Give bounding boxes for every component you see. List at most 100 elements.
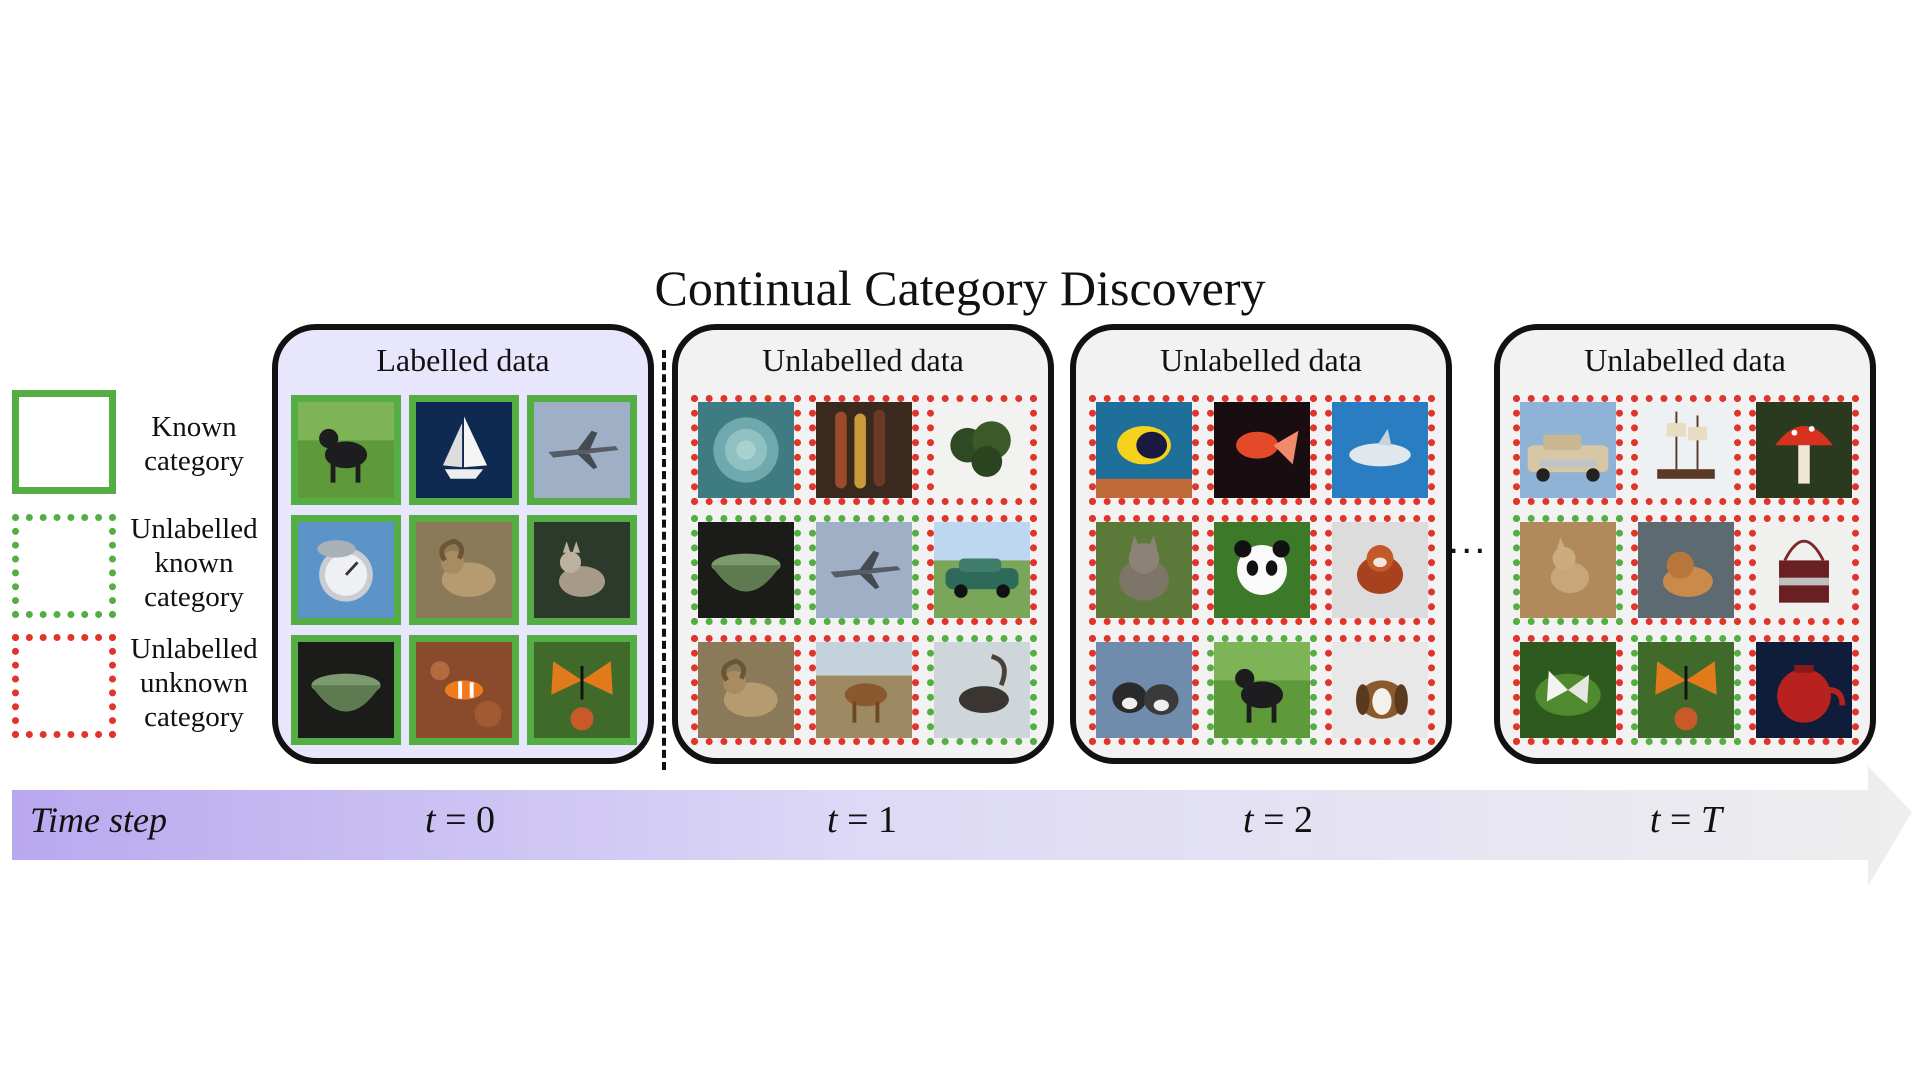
thumbnail-ship [1638, 402, 1734, 498]
panel-t2: Unlabelled data [1070, 324, 1452, 764]
thumbnail-bowl [298, 642, 394, 738]
image-tile-cabbage [691, 395, 801, 505]
legend-swatch-unlabelled-unknown [12, 634, 116, 738]
image-tile-ram [691, 635, 801, 745]
thumbnail-jet [816, 522, 912, 618]
legend-line: Unlabelled [130, 513, 258, 545]
legend-label-unlabelled-unknown: Unlabelled unknown category [124, 632, 264, 734]
image-tile-bag [1749, 515, 1859, 625]
image-tile-sailboat [409, 395, 519, 505]
legend-swatch-known [12, 390, 116, 494]
image-tile-teapot [1749, 635, 1859, 745]
thumbnail-car [934, 522, 1030, 618]
image-tile-clownfish [409, 635, 519, 745]
thumbnail-sailboat [416, 402, 512, 498]
image-tile-husky [1089, 635, 1199, 745]
panel-t0: Labelled data [272, 324, 654, 764]
thumbnail-panda [1214, 522, 1310, 618]
image-tile-red-panda [1325, 515, 1435, 625]
thumbnail-lion [1638, 522, 1734, 618]
time-step-T: t = T [1649, 799, 1723, 841]
thumbnail-wolf [534, 522, 630, 618]
time-step-2: t = 2 [1243, 799, 1313, 841]
thumbnail-ibex [934, 642, 1030, 738]
thumbnail-dog [298, 402, 394, 498]
panel-title: Unlabelled data [1584, 342, 1786, 378]
image-tile-ship [1631, 395, 1741, 505]
legend-swatch-unlabelled-known [12, 514, 116, 618]
image-tile-shark [1325, 395, 1435, 505]
image-tile-moth [1513, 635, 1623, 745]
image-tile-antelope [809, 635, 919, 745]
image-tile-corn [809, 395, 919, 505]
thumbnail-red-panda [1332, 522, 1428, 618]
thumbnail-butterfly [534, 642, 630, 738]
image-tile-butterfly [1631, 635, 1741, 745]
thumbnail-coyote [1520, 522, 1616, 618]
legend-line: known [154, 547, 234, 579]
legend-label-known: Known category [124, 410, 264, 478]
ellipsis: ... [1448, 518, 1488, 562]
legend-line: Known [151, 411, 237, 443]
thumbnail-corn [816, 402, 912, 498]
diagram-title: Continual Category Discovery [654, 260, 1266, 316]
image-tile-jet [527, 395, 637, 505]
thumbnail-husky [1096, 642, 1192, 738]
legend-line: category [144, 445, 244, 477]
legend-line: unknown [140, 667, 248, 699]
image-tile-dog [291, 395, 401, 505]
image-tile-jet [809, 515, 919, 625]
image-tile-fish [1089, 395, 1199, 505]
thumbnail-basset [1332, 642, 1428, 738]
image-tile-truck [1513, 395, 1623, 505]
thumbnail-bowl [698, 522, 794, 618]
image-tile-car [927, 515, 1037, 625]
thumbnail-cabbage [698, 402, 794, 498]
thumbnail-bag [1756, 522, 1852, 618]
legend-line: category [144, 701, 244, 733]
legend-label-unlabelled-known: Unlabelled known category [124, 512, 264, 614]
time-step-0: t = 0 [425, 799, 495, 841]
panel-title: Unlabelled data [762, 342, 964, 378]
thumbnail-antelope [816, 642, 912, 738]
image-tile-goldfish [1207, 395, 1317, 505]
thumbnail-moth [1520, 642, 1616, 738]
image-tile-compass [291, 515, 401, 625]
arrow-shape [12, 766, 1912, 886]
image-tile-panda [1207, 515, 1317, 625]
thumbnail-fish [1096, 402, 1192, 498]
panel-title: Unlabelled data [1160, 342, 1362, 378]
legend-line: Unlabelled [130, 633, 258, 665]
time-arrow: Time step t = 0 t = 1 t = 2 t = T [12, 766, 1912, 886]
thumbnail-goldfish [1214, 402, 1310, 498]
panel-t1: Unlabelled data [672, 324, 1054, 764]
image-tile-cat [1089, 515, 1199, 625]
thumbnail-compass [298, 522, 394, 618]
image-tile-ram [409, 515, 519, 625]
phase-separator [662, 350, 666, 770]
thumbnail-broccoli [934, 402, 1030, 498]
panel-tT: Unlabelled data [1494, 324, 1876, 764]
thumbnail-cat [1096, 522, 1192, 618]
thumbnail-teapot [1756, 642, 1852, 738]
thumbnail-truck [1520, 402, 1616, 498]
legend-line: category [144, 581, 244, 613]
thumbnail-ram [416, 522, 512, 618]
image-tile-bowl [691, 515, 801, 625]
thumbnail-butterfly [1638, 642, 1734, 738]
thumbnail-jet [534, 402, 630, 498]
panel-title: Labelled data [376, 342, 550, 378]
thumbnail-ram [698, 642, 794, 738]
thumbnail-mushroom [1756, 402, 1852, 498]
image-tile-broccoli [927, 395, 1037, 505]
image-tile-lion [1631, 515, 1741, 625]
image-tile-ibex [927, 635, 1037, 745]
thumbnail-shark [1332, 402, 1428, 498]
image-tile-mushroom [1749, 395, 1859, 505]
thumbnail-dog [1214, 642, 1310, 738]
image-tile-bowl [291, 635, 401, 745]
image-tile-basset [1325, 635, 1435, 745]
thumbnail-clownfish [416, 642, 512, 738]
image-tile-coyote [1513, 515, 1623, 625]
image-tile-wolf [527, 515, 637, 625]
